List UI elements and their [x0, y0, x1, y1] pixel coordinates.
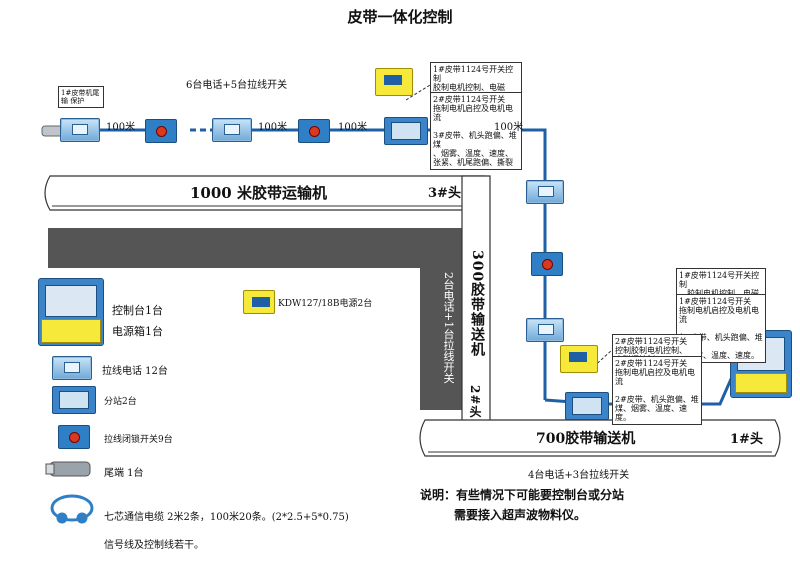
- sub-station: [384, 117, 428, 145]
- tail-end-icon: [45, 461, 91, 477]
- belt-700-head: 1#头: [730, 432, 763, 447]
- legend-switch-label: 拉线闭锁开关9台: [104, 435, 173, 445]
- belt-700-name: 700胶带输送机: [536, 431, 636, 447]
- legend-phone-icon: [52, 356, 92, 380]
- legend-station-label: 分站2台: [104, 397, 137, 407]
- legend-phone-label: 拉线电话 12台: [102, 366, 168, 377]
- distance-label: 100米: [258, 122, 288, 133]
- belt-300-side-label: 2台电话+1台拉线开关: [442, 272, 455, 384]
- pull-phone: [212, 118, 252, 142]
- legend-switch-icon: [58, 425, 90, 449]
- pull-switch: [298, 119, 330, 143]
- power-supply: [375, 68, 413, 96]
- pull-phone: [60, 118, 100, 142]
- belt-300-name: 300胶带输送机: [469, 250, 485, 358]
- belt-700-shape: [419, 419, 781, 457]
- belt-1000-shape: [44, 175, 485, 211]
- belt-1000-name: 1000 米胶带运输机: [190, 184, 327, 202]
- distance-label: 100米: [494, 122, 524, 133]
- pull-phone: [526, 180, 564, 204]
- explanation-line-2: 需要接入超声波物料仪。: [454, 508, 587, 522]
- pull-phone: [526, 318, 564, 342]
- explanation-line-1: 说明：有些情况下可能要控制台或分站: [420, 488, 625, 502]
- pull-switch: [531, 252, 563, 276]
- bottom-line-label: 4台电话+3台拉线开关: [528, 470, 630, 481]
- cable-icon: [50, 494, 94, 524]
- legend-cable-label-2: 信号线及控制线若干。: [104, 540, 204, 551]
- note-mid-b: 2#皮带1124号开关 拖制电机启控及电机电流 2#皮带、机头跑偏、堆 煤、烟雾…: [612, 356, 702, 425]
- psu-label: KDW127/18B电源2台: [278, 299, 373, 309]
- power-supply: [560, 345, 598, 373]
- legend-tail-label: 尾端 1台: [104, 468, 144, 479]
- legend-cable-label: 七芯通信电缆 2米2条，100米20条。(2*2.5+5*0.75): [104, 512, 349, 523]
- legend-console-label: 控制台1台: [112, 304, 163, 317]
- power-supply-icon: [243, 290, 275, 314]
- distance-label: 100米: [106, 122, 136, 133]
- distance-label: 100米: [338, 122, 368, 133]
- dark-belt-section: [48, 228, 462, 410]
- diagram-title: 皮带一体化控制: [347, 8, 453, 26]
- top-line-label: 6台电话+5台拉线开关: [186, 80, 288, 91]
- belt-1000-head: 3#头: [428, 186, 461, 201]
- legend-console-icon: [38, 278, 104, 346]
- sub-station: [565, 392, 609, 420]
- note-top-b: 2#皮带1124号开关 拖制电机启控及电机电流 3#皮带、机头跑偏、堆煤 、烟雾…: [430, 92, 522, 170]
- legend-station-icon: [52, 386, 96, 414]
- legend-powerbox-label: 电源箱1台: [112, 325, 163, 338]
- pull-switch: [145, 119, 177, 143]
- belt-300-head: 2#头: [468, 385, 482, 419]
- tail-note: 1#皮带机尾 输 保护: [58, 86, 104, 108]
